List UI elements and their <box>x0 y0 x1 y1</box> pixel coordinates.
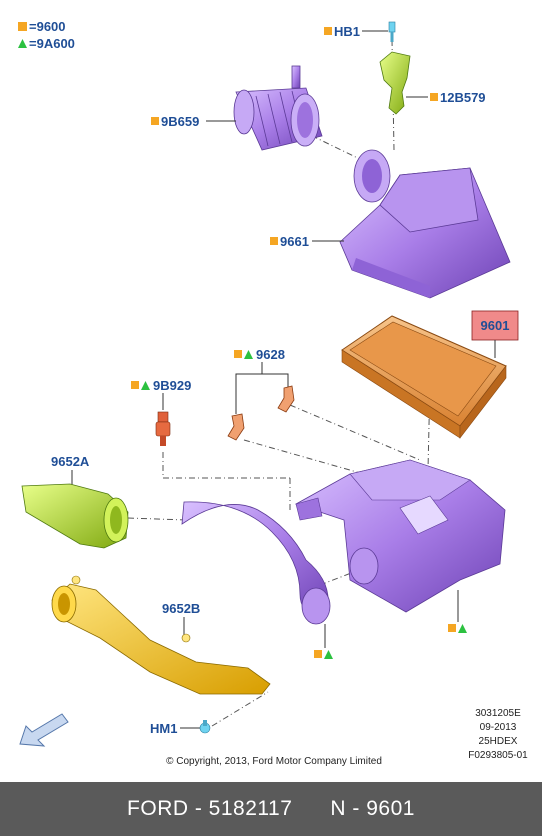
label-9661: 9661 <box>280 234 309 249</box>
marker-square-icon <box>430 93 438 101</box>
label-9652a: 9652A <box>51 454 90 469</box>
label-hb1: HB1 <box>334 24 360 39</box>
footer-bar: FORD - 5182117 N - 9601 <box>0 782 542 836</box>
screw-hb1 <box>388 21 396 42</box>
legend: =9600 =9A600 <box>18 19 75 51</box>
legend-item-9600: =9600 <box>29 19 66 34</box>
label-12b579: 12B579 <box>440 90 486 105</box>
screw-hm1 <box>199 720 211 734</box>
marker-square-icon <box>448 624 456 632</box>
info-line: 3031205E <box>475 708 521 719</box>
footer-part: N - 9601 <box>330 797 415 820</box>
label-9652b: 9652B <box>162 601 200 616</box>
marker-square-icon <box>314 650 322 658</box>
direction-arrow-icon <box>19 713 69 747</box>
marker-triangle-icon <box>244 350 253 359</box>
clip-9628-left <box>227 413 245 441</box>
part-9601-highlight <box>471 310 519 341</box>
info-block: 3031205E 09-2013 25HDEX F0293805-01 <box>468 708 528 761</box>
duct-9652b <box>51 575 271 695</box>
clip-9628-right <box>277 385 295 413</box>
marker-square-icon <box>151 117 159 125</box>
marker-square-icon <box>131 381 139 389</box>
parts-diagram: =9600 =9A600 HB1 12B579 <box>18 19 528 767</box>
label-9b659: 9B659 <box>161 114 199 129</box>
marker-square-icon <box>234 350 242 358</box>
label-9b929: 9B929 <box>153 378 191 393</box>
marker-triangle-icon <box>324 650 333 659</box>
label-9628: 9628 <box>256 347 285 362</box>
marker-triangle-icon <box>458 624 467 633</box>
air-filter-9601 <box>341 315 507 439</box>
hose-end <box>301 587 331 625</box>
footer-gap <box>292 797 330 821</box>
marker-triangle-icon <box>141 381 150 390</box>
label-9601: 9601 <box>481 318 510 333</box>
legend-square-icon <box>18 22 27 31</box>
copyright: © Copyright, 2013, Ford Motor Company Li… <box>166 756 382 767</box>
housing-lower <box>295 459 506 613</box>
sensor-9b929 <box>155 411 171 446</box>
footer-brand: FORD - 5182117 <box>127 797 293 820</box>
legend-triangle-icon <box>18 39 27 48</box>
duct-9652a <box>21 483 129 549</box>
label-hm1: HM1 <box>150 721 177 736</box>
info-line: 09-2013 <box>480 722 517 733</box>
hose-9b659 <box>233 65 323 151</box>
marker-square-icon <box>324 27 332 35</box>
legend-item-9a600: =9A600 <box>29 36 75 51</box>
marker-square-icon <box>270 237 278 245</box>
cover-9661 <box>339 149 511 299</box>
bracket-12b579 <box>379 51 411 115</box>
info-line: 25HDEX <box>479 736 518 747</box>
info-line: F0293805-01 <box>468 750 528 761</box>
